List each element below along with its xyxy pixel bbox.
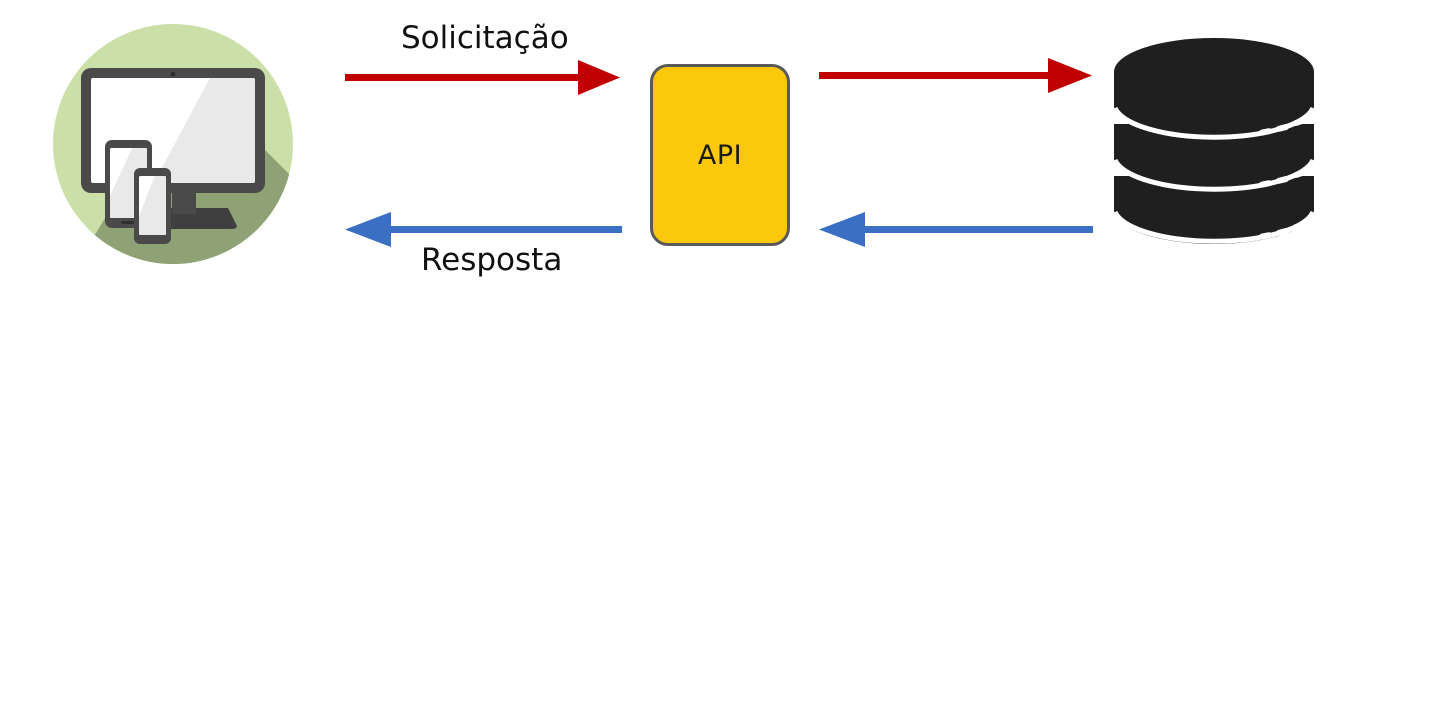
- api-node[interactable]: API: [650, 64, 790, 246]
- webcam-dot: [170, 71, 176, 77]
- monitor-screen-gloss: [149, 78, 255, 183]
- response-label: Resposta: [421, 242, 563, 278]
- database-indicators-tier-middle: [1259, 169, 1306, 188]
- database-indicators-tier-top: [1259, 117, 1306, 136]
- response-arrow-head-right: [819, 212, 865, 247]
- database-node: [1110, 24, 1318, 256]
- database-tier-middle: [1114, 124, 1314, 192]
- phone-screen-gloss: [139, 176, 166, 235]
- tablet-home-button: [121, 221, 136, 224]
- request-arrow-shaft-right: [819, 72, 1050, 79]
- response-arrow-shaft-left: [388, 226, 622, 233]
- api-node-label: API: [697, 139, 743, 171]
- database-indicators-tier-bottom: [1259, 221, 1306, 240]
- database-tier-bottom: [1114, 176, 1314, 244]
- database-tiers: [1114, 38, 1314, 244]
- request-arrow-head-right: [1048, 58, 1092, 93]
- devices-icon-svg: [53, 24, 293, 264]
- request-arrow-head-left: [578, 60, 620, 95]
- response-arrow-shaft-right: [862, 226, 1093, 233]
- request-label: Solicitação: [401, 20, 569, 56]
- request-arrow-shaft-left: [345, 74, 585, 81]
- response-arrow-head-left: [345, 212, 391, 247]
- database-indicator-lights: [1259, 117, 1306, 240]
- database-top-cap: [1114, 38, 1314, 106]
- arrow-api-to-database-request: [819, 58, 1092, 93]
- database-cylinder-icon: [1112, 38, 1316, 244]
- arrow-database-to-api-response: [819, 212, 1093, 247]
- arrow-client-to-api-request: [345, 60, 620, 95]
- client-devices-icon: [53, 24, 293, 264]
